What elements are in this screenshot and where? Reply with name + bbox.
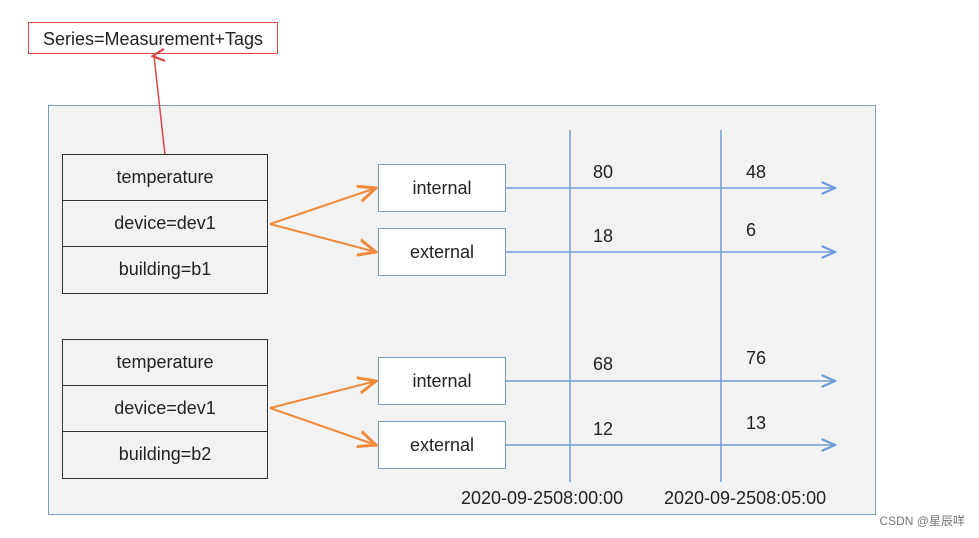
orange-arrow bbox=[269, 188, 376, 225]
measurement-cell: temperature bbox=[63, 340, 267, 386]
field-value: 12 bbox=[593, 419, 614, 439]
field-value: 13 bbox=[746, 413, 767, 433]
field-box: external bbox=[378, 228, 506, 276]
measurement-cell: temperature bbox=[63, 155, 267, 201]
field-value: 6 bbox=[746, 220, 757, 240]
timestamp-label: 2020-09-2508:00:00 bbox=[461, 488, 624, 508]
orange-arrow bbox=[269, 407, 376, 445]
red-arrow bbox=[154, 56, 166, 156]
series-tag-box: temperature device=dev1 building=b2 bbox=[62, 339, 268, 479]
tag-building-cell: building=b2 bbox=[118, 444, 212, 464]
field-value: 76 bbox=[746, 348, 767, 368]
orange-arrow bbox=[269, 381, 376, 409]
orange-arrow bbox=[269, 223, 376, 252]
tag-device-cell: device=dev1 bbox=[63, 201, 267, 247]
field-value: 18 bbox=[593, 226, 614, 246]
field-value: 80 bbox=[593, 162, 614, 182]
tag-device-cell: device=dev1 bbox=[63, 386, 267, 432]
field-value: 68 bbox=[593, 354, 614, 374]
timestamp-label: 2020-09-2508:05:00 bbox=[664, 488, 827, 508]
tag-building-cell: building=b1 bbox=[118, 259, 212, 279]
watermark: CSDN @星辰咩 bbox=[879, 514, 965, 528]
field-value: 48 bbox=[746, 162, 767, 182]
series-tag-box: temperature device=dev1 building=b1 bbox=[62, 154, 268, 294]
field-box: internal bbox=[378, 357, 506, 405]
field-box: internal bbox=[378, 164, 506, 212]
field-box: external bbox=[378, 421, 506, 469]
